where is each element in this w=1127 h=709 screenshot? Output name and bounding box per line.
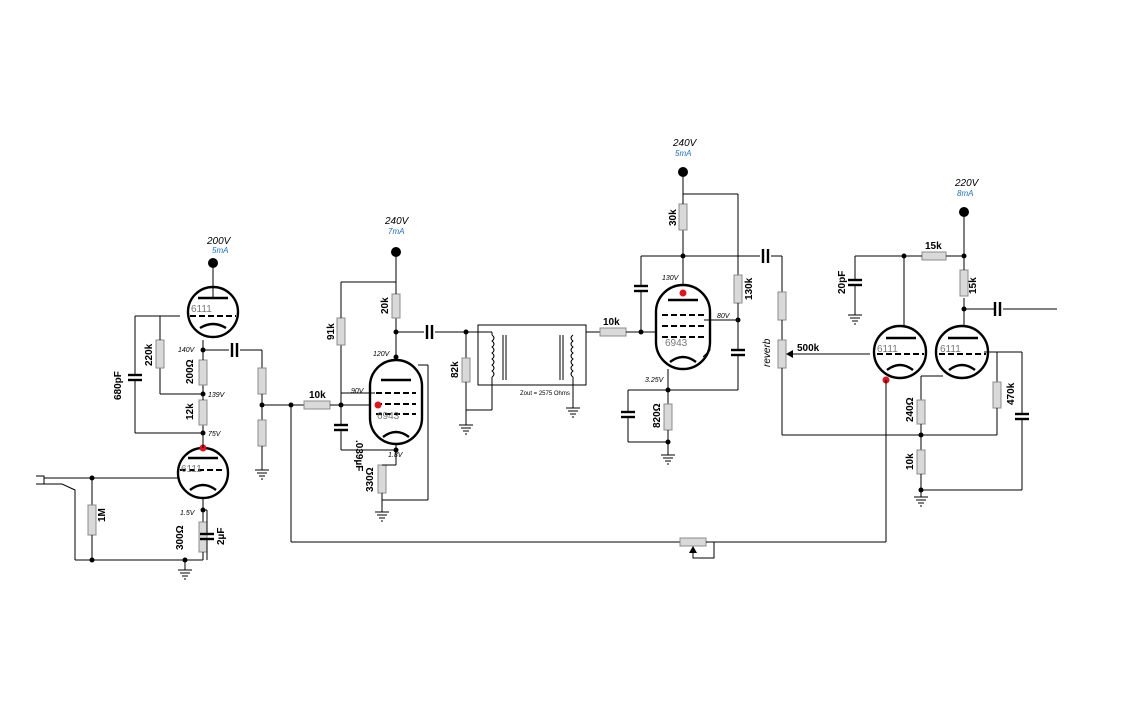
supply-240v-b: 240V bbox=[672, 138, 698, 149]
label-20k: 20k bbox=[380, 297, 391, 314]
resistor-91k bbox=[336, 317, 346, 346]
resistor-130k bbox=[733, 274, 743, 304]
tube-label-v1a: 6111 bbox=[191, 304, 212, 315]
ground-icon bbox=[255, 469, 269, 480]
input-stage: 1M 6111 300Ω 1.5V 2µF bbox=[36, 236, 304, 580]
ground-icon bbox=[661, 454, 675, 465]
pot-wiper-icon bbox=[689, 546, 697, 553]
resistor-82k bbox=[461, 357, 471, 383]
label-12k: 12k bbox=[185, 403, 196, 420]
ground-icon bbox=[566, 407, 580, 418]
tube-v1b: 6111 bbox=[176, 446, 230, 500]
supply-220v: 220V bbox=[954, 178, 980, 189]
pot-reverb[interactable] bbox=[777, 339, 787, 369]
resistor-divider-a bbox=[257, 367, 267, 395]
voltage-130: 130V bbox=[662, 275, 680, 282]
label-200: 200Ω bbox=[185, 359, 196, 384]
label-240: 240Ω bbox=[905, 397, 916, 422]
ground-icon bbox=[848, 314, 862, 325]
label-500k: 500k bbox=[797, 343, 820, 354]
supply-200v: 200V bbox=[206, 236, 232, 247]
resistor-200 bbox=[198, 359, 208, 386]
reverb-control: reverb 500k bbox=[762, 291, 997, 436]
resistor-15k-b bbox=[959, 269, 969, 297]
resistor-15k-a bbox=[921, 251, 947, 261]
tube-v4a: 6111 bbox=[872, 324, 928, 380]
supply-240v-a-current: 7mA bbox=[388, 227, 404, 236]
resistor-820 bbox=[663, 403, 673, 431]
mix-bus bbox=[291, 537, 886, 559]
tube-v2: 6943 bbox=[368, 358, 424, 446]
label-130k: 130k bbox=[744, 277, 755, 300]
label-820: 820Ω bbox=[652, 403, 663, 428]
resistor-10k-c bbox=[916, 449, 926, 475]
tube-label-v1b: 6111 bbox=[181, 464, 202, 475]
label-20pf: 20pF bbox=[837, 271, 848, 294]
voltage-75: 75V bbox=[208, 431, 222, 438]
tube-v1a: 6111 bbox=[186, 285, 240, 339]
tube-label-v4b: 6111 bbox=[940, 344, 961, 355]
transformer-note: Zout = 2575 Ohms bbox=[520, 391, 570, 397]
resistor-470k bbox=[992, 381, 1002, 409]
supply-240v-b-current: 5mA bbox=[675, 149, 691, 158]
ground-icon bbox=[914, 496, 928, 507]
mixer-stage: 20pF 6111 15k 6111 bbox=[837, 178, 1057, 542]
voltage-120: 120V bbox=[373, 351, 391, 358]
label-039uf: .039µF bbox=[353, 440, 364, 471]
voltage-90: 90V bbox=[351, 388, 365, 395]
tube-label-v2: 6943 bbox=[377, 411, 400, 422]
resistor-1m bbox=[87, 504, 97, 536]
label-82k: 82k bbox=[450, 361, 461, 378]
label-470k: 470k bbox=[1006, 382, 1017, 405]
ground-icon bbox=[375, 511, 389, 522]
voltage-1-8: 1.8V bbox=[388, 452, 404, 459]
resistor-30k bbox=[678, 203, 688, 231]
label-2uf: 2µF bbox=[216, 528, 227, 545]
label-10k-a: 10k bbox=[309, 390, 326, 401]
tube-label-v3: 6943 bbox=[665, 338, 688, 349]
voltage-3-25: 3.25V bbox=[645, 377, 665, 384]
tube-v4b: 6111 bbox=[934, 324, 990, 380]
resistor-divider-b bbox=[257, 419, 267, 447]
resistor-220k bbox=[155, 339, 165, 369]
voltage-140: 140V bbox=[178, 347, 196, 354]
resistor-reverb-series bbox=[777, 291, 787, 321]
ground-icon bbox=[459, 424, 473, 435]
tube-v3: 6943 bbox=[654, 283, 712, 371]
supply-240v-a: 240V bbox=[384, 216, 410, 227]
ground-icon bbox=[178, 569, 192, 580]
resistor-300 bbox=[198, 521, 208, 553]
voltage-139: 139V bbox=[208, 392, 226, 399]
label-330: 330Ω bbox=[365, 467, 376, 492]
input-jack-icon bbox=[36, 475, 92, 560]
label-1m: 1M bbox=[97, 508, 108, 522]
label-300: 300Ω bbox=[175, 525, 186, 550]
voltage-80: 80V bbox=[717, 313, 731, 320]
resistor-240 bbox=[916, 399, 926, 425]
label-15k-b: 15k bbox=[968, 277, 979, 294]
resistor-12k bbox=[198, 399, 208, 426]
label-10k-b: 10k bbox=[603, 317, 620, 328]
label-680pf: 680pF bbox=[113, 371, 124, 400]
supply-220v-current: 8mA bbox=[957, 189, 973, 198]
resistor-10k-a bbox=[303, 400, 331, 410]
reverb-transformer: 82k Zout = 2575 Ohms bbox=[450, 324, 600, 435]
resistor-mix bbox=[679, 537, 707, 547]
label-91k: 91k bbox=[326, 323, 337, 340]
resistor-20k bbox=[391, 293, 401, 319]
label-10k-c: 10k bbox=[905, 453, 916, 470]
label-reverb: reverb bbox=[762, 338, 773, 367]
driver-stage: 10k 91k .039µF 6943 90V 120 bbox=[288, 216, 478, 542]
tube-label-v4a: 6111 bbox=[877, 344, 898, 355]
label-15k-a: 15k bbox=[925, 241, 942, 252]
label-220k: 220k bbox=[144, 343, 155, 366]
resistor-330 bbox=[377, 464, 387, 494]
voltage-1-5: 1.5V bbox=[180, 510, 196, 517]
recovery-stage: 10k 6943 130V 30k 240V 5mA 13 bbox=[599, 138, 783, 465]
label-30k: 30k bbox=[668, 209, 679, 226]
resistor-10k-b bbox=[599, 327, 627, 337]
transformer-box bbox=[477, 324, 587, 386]
supply-200v-current: 5mA bbox=[212, 246, 228, 255]
